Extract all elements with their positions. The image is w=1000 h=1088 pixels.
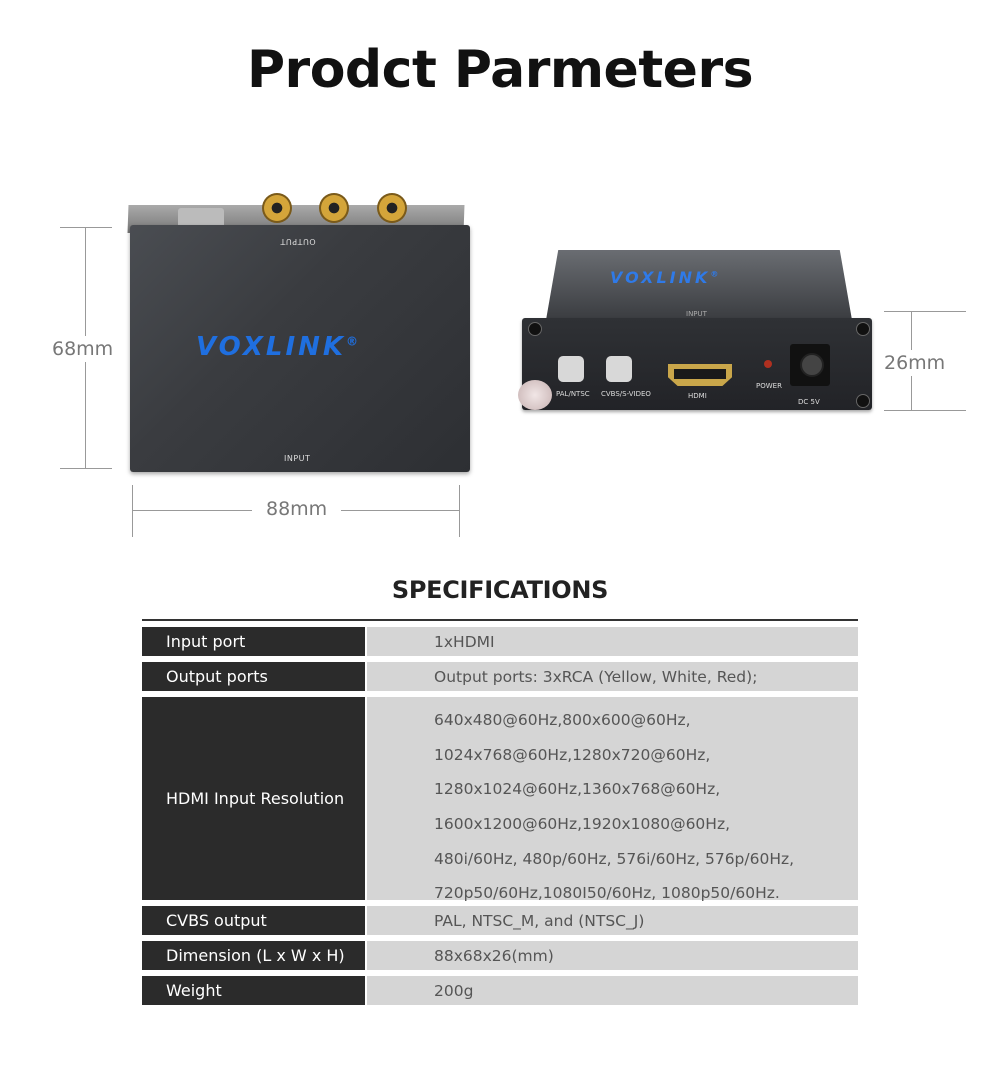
hdmi-port-inner [674,369,726,379]
cvbs-svideo-button [606,356,632,382]
spec-value: 200g [367,976,858,1005]
spec-row: Output ports Output ports: 3xRCA (Yellow… [142,662,858,691]
pal-ntsc-button [558,356,584,382]
spec-value-multiline: 640x480@60Hz,800x600@60Hz, 1024x768@60Hz… [367,697,858,902]
screw-icon [856,322,870,336]
resolution-line: 1280x1024@60Hz,1360x768@60Hz, [434,780,721,799]
spec-row: Dimension (L x W x H) 88x68x26(mm) [142,941,858,970]
device-top-angled [546,250,852,320]
device-top [130,225,470,472]
cvbs-label: CVBS/S-VIDEO [601,390,651,398]
rca-red-port [262,193,292,223]
dimension-tick [132,485,133,537]
resolution-line: 720p50/60Hz,1080I50/60Hz, 1080p50/60Hz. [434,884,780,903]
dimension-tick [459,485,460,537]
pal-ntsc-label: PAL/NTSC [556,390,590,398]
resolution-line: 480i/60Hz, 480p/60Hz, 576i/60Hz, 576p/60… [434,849,795,868]
rca-yellow-port [377,193,407,223]
page-title: Prodct Parmeters [246,40,754,100]
spec-key: Dimension (L x W x H) [142,941,365,970]
spec-row: Weight 200g [142,976,858,1005]
power-label: POWER [756,382,782,390]
spec-key: HDMI Input Resolution [142,697,365,900]
output-label: OUTPUT [280,237,316,246]
hdmi-label: HDMI [688,392,707,400]
power-led-icon [764,360,772,368]
resolution-line: 1024x768@60Hz,1280x720@60Hz, [434,745,711,764]
spec-value: Output ports: 3xRCA (Yellow, White, Red)… [367,662,858,691]
spec-value: 1xHDMI [367,627,858,656]
screw-icon [528,322,542,336]
screw-icon [856,394,870,408]
height-label: 68mm [52,336,114,362]
front-input-label: INPUT [686,310,707,318]
spec-row: HDMI Input Resolution 640x480@60Hz,800x6… [142,697,858,902]
spec-row: CVBS output PAL, NTSC_M, and (NTSC_J) [142,906,858,935]
brand-logo: VOXLINK® [196,332,359,362]
input-label: INPUT [284,454,311,463]
dimension-tick [60,468,112,469]
s-video-port [178,208,224,230]
rca-white-port [319,193,349,223]
sticker [518,380,552,410]
dc-label: DC 5V [798,398,820,406]
dimension-tick [884,311,966,312]
spec-key: Output ports [142,662,365,691]
width-label: 88mm [252,498,342,520]
brand-logo-front: VOXLINK® [610,268,722,287]
dc-jack-hole [800,353,824,377]
spec-key: CVBS output [142,906,365,935]
spec-key: Weight [142,976,365,1005]
resolution-line: 1600x1200@60Hz,1920x1080@60Hz, [434,815,731,834]
dimension-tick [60,227,112,228]
spec-value: PAL, NTSC_M, and (NTSC_J) [367,906,858,935]
spec-key: Input port [142,627,365,656]
resolution-line: 640x480@60Hz,800x600@60Hz, [434,711,691,729]
spec-row: Input port 1xHDMI [142,627,858,656]
divider [142,619,858,621]
specifications-heading: SPECIFICATIONS [391,576,609,604]
front-height-label: 26mm [884,350,946,376]
spec-value: 88x68x26(mm) [367,941,858,970]
dimension-tick [884,410,966,411]
